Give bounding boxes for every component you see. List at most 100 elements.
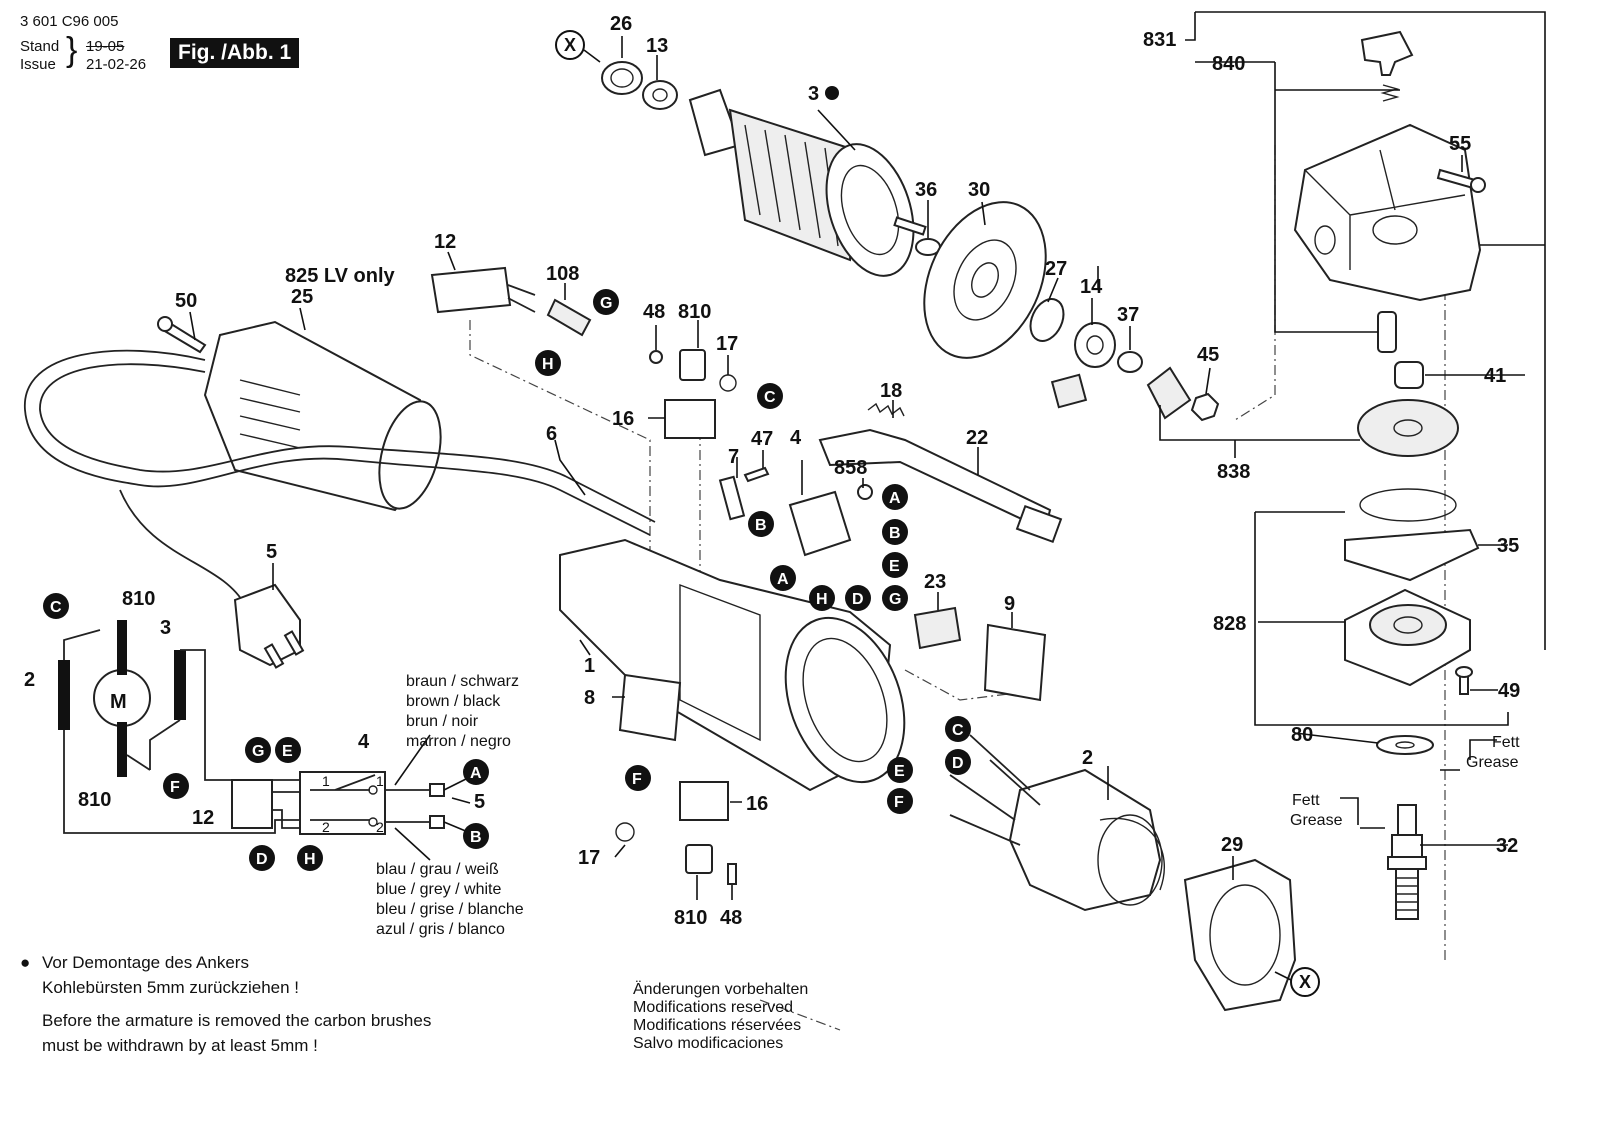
plug-cable <box>119 489 246 606</box>
seal-ring-part <box>1029 298 1065 342</box>
plug-part <box>233 583 305 669</box>
svg-text:12: 12 <box>192 807 214 829</box>
air-guide-part <box>923 201 1047 359</box>
carbon-brush-part <box>685 844 713 874</box>
svg-text:C: C <box>764 389 776 406</box>
motor-label: M <box>110 691 127 713</box>
lock-button-part <box>1360 30 1414 76</box>
connector-badge-a: A <box>882 484 908 510</box>
note-en-2: must be withdrawn by at least 5mm ! <box>42 1036 318 1055</box>
callout-825: 825 LV only <box>285 265 396 287</box>
crown-gear-part <box>1357 399 1459 457</box>
connector-badge-e: E <box>887 757 913 783</box>
svg-text:H: H <box>542 356 554 373</box>
switch-symbol <box>299 771 386 835</box>
switch-part <box>788 490 852 557</box>
connector-badge-g: G <box>245 737 271 763</box>
wire-color-bottom-4: azul / gris / blanco <box>376 921 505 938</box>
armature-part <box>688 88 927 277</box>
stand-label: Stand <box>20 38 60 55</box>
grease-label: Grease <box>1290 812 1343 829</box>
callout-16b: 16 <box>746 793 768 815</box>
svg-text:G: G <box>600 295 612 312</box>
callout-838: 838 <box>1217 461 1250 483</box>
svg-text:1: 1 <box>322 773 330 789</box>
connector-badge-x: X <box>555 30 585 60</box>
svg-text:C: C <box>952 722 964 739</box>
suppressor-part <box>430 266 512 314</box>
callout-17: 17 <box>716 333 738 355</box>
protection-guard-part <box>1183 858 1297 1012</box>
callout-12: 12 <box>434 231 456 253</box>
callout-840: 840 <box>1212 53 1245 75</box>
svg-text:C: C <box>50 599 62 616</box>
suppressor-symbol <box>231 779 273 829</box>
callout-37: 37 <box>1117 304 1139 326</box>
spring-part <box>867 402 905 417</box>
callout-828: 828 <box>1213 613 1246 635</box>
callout-41: 41 <box>1484 365 1506 387</box>
fett-label: Fett <box>1292 792 1320 809</box>
svg-text:2: 2 <box>376 819 384 835</box>
wire-color-top-3: brun / noir <box>406 713 479 730</box>
pinion-part <box>1146 366 1192 420</box>
connector-badge-d: D <box>845 585 871 611</box>
svg-text:A: A <box>777 571 789 588</box>
svg-text:2: 2 <box>24 669 35 691</box>
svg-text:F: F <box>894 794 904 811</box>
connector-badge-a: A <box>770 565 796 591</box>
connector-badge-b: B <box>882 519 908 545</box>
svg-text:E: E <box>282 743 293 760</box>
screw-part <box>727 863 737 885</box>
switch-rod-part <box>818 428 1052 532</box>
callout-25: 25 <box>291 286 313 308</box>
callout-108: 108 <box>546 263 579 285</box>
spindle-part <box>1387 804 1427 920</box>
callout-1: 1 <box>584 655 595 677</box>
callout-4: 4 <box>790 427 802 449</box>
wire-color-top-2: brown / black <box>406 693 501 710</box>
washer-part <box>1376 735 1434 755</box>
connector-badge-g: G <box>882 585 908 611</box>
modifications-es: Salvo modificaciones <box>633 1035 784 1052</box>
callout-22: 22 <box>966 427 988 449</box>
fett-label: Fett <box>1492 734 1520 751</box>
callout-831: 831 <box>1143 29 1176 51</box>
svg-text:1: 1 <box>376 773 384 789</box>
bearing-flange-part <box>1344 588 1471 687</box>
svg-text:G: G <box>889 591 901 608</box>
svg-text:E: E <box>889 558 900 575</box>
wire-color-top-4: marron / negro <box>406 733 511 750</box>
rear-housing-part <box>203 320 442 512</box>
connector-badge-h: H <box>535 350 561 376</box>
svg-text:B: B <box>889 525 901 542</box>
label-part <box>618 673 682 742</box>
callout-810b: 810 <box>674 907 707 929</box>
screw-part <box>857 484 873 500</box>
callout-35: 35 <box>1497 535 1519 557</box>
svg-text:3: 3 <box>160 617 171 639</box>
callout-36: 36 <box>915 179 937 201</box>
bearing-part <box>642 80 678 110</box>
callout-14: 14 <box>1080 276 1103 298</box>
callout-17b: 17 <box>578 847 600 869</box>
wire-color-bottom-3: bleu / grise / blanche <box>376 901 524 918</box>
old-date: 19-05 <box>86 38 125 55</box>
issue-label: Issue <box>20 56 56 73</box>
svg-text:H: H <box>304 851 316 868</box>
field-coil-symbol <box>58 660 70 730</box>
callout-9: 9 <box>1004 593 1015 615</box>
assembly-line <box>904 669 1041 701</box>
power-cable <box>24 349 651 536</box>
callout-48: 48 <box>643 301 665 323</box>
figure-label: Fig. /Abb. 1 <box>170 38 300 68</box>
svg-text:810: 810 <box>122 588 155 610</box>
connector-badge-b: B <box>748 511 774 537</box>
connector-badge-h: H <box>297 845 323 871</box>
svg-text:B: B <box>755 517 767 534</box>
bearing-part <box>601 61 643 95</box>
cover-part <box>913 606 962 650</box>
callout-6: 6 <box>546 423 557 445</box>
note-de-2: Kohlebürsten 5mm zurückziehen ! <box>42 978 300 997</box>
